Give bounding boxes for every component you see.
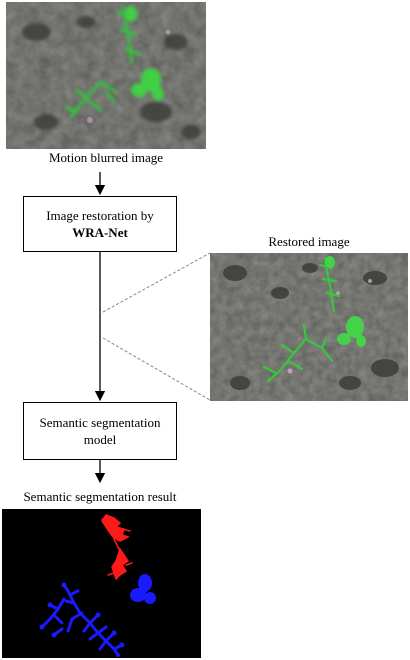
segmentation-box-line1: Semantic segmentation (39, 415, 161, 430)
restoration-box: Image restoration by WRA-Net (23, 196, 177, 252)
restored-image-caption: Restored image (268, 234, 350, 249)
segment-blue-round (130, 574, 156, 604)
segmentation-box-line2: model (83, 432, 117, 447)
segmentation-result-image (2, 509, 201, 658)
segment-blue-branch (40, 583, 124, 657)
motion-blurred-image (6, 2, 206, 149)
zoom-line-top (102, 252, 211, 313)
restored-image (210, 253, 408, 401)
blurred-image-caption: Motion blurred image (48, 150, 164, 165)
segmentation-result-caption: Semantic segmentation result (23, 489, 177, 504)
restoration-box-model-name: WRA-Net (72, 225, 128, 240)
zoom-line-bottom (102, 337, 211, 401)
segmentation-box: Semantic segmentation model (23, 402, 177, 460)
segment-red (101, 514, 133, 581)
restoration-box-line1: Image restoration by (46, 208, 154, 223)
